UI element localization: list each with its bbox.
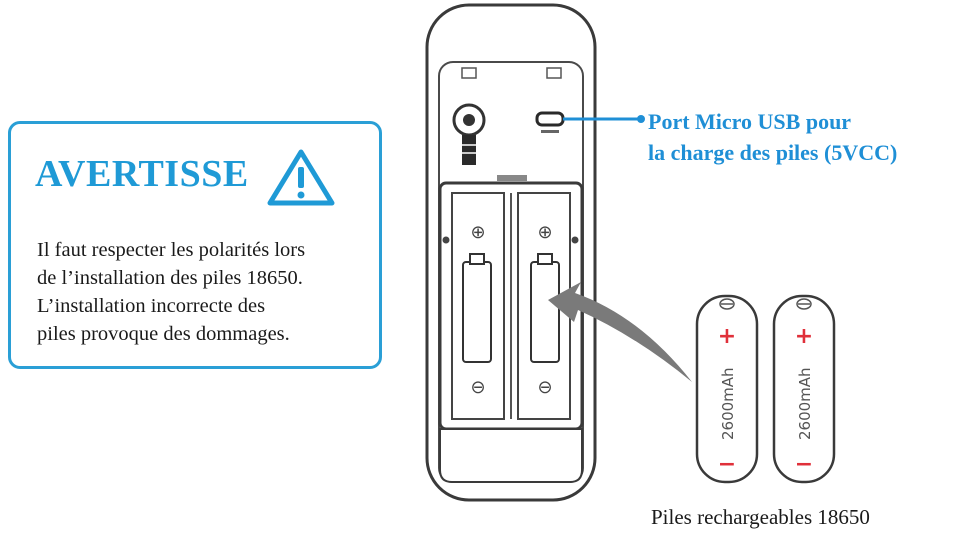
warning-line-1: Il faut respecter les polarités lors [37,239,306,261]
battery-2-capacity: 2600mAh [796,367,814,440]
warning-text: Il faut respecter les polarités lors de … [37,236,377,348]
battery-2-plus: + [795,324,813,349]
usb-pointer-dot [637,115,645,123]
slot-right-plus-icon: ⊕ [537,222,552,243]
warning-triangle-icon [267,149,335,206]
device-bottom-panel [439,428,583,483]
warning-title: AVERTISSE [35,153,249,195]
contact-spring-right [530,261,560,363]
screw-icon [442,236,450,244]
slot-right-minus-icon: ⊖ [537,377,552,398]
contact-spring-left [462,261,492,363]
battery-1-plus: + [718,324,736,349]
key-slot-icon [452,103,486,165]
insert-arrow-icon [548,282,692,382]
battery-caption: Piles rechargeables 18650 [651,505,870,529]
warning-line-4: piles provoque des dommages. [37,323,290,345]
warning-line-2: de l’installation des piles 18650. [37,267,303,289]
battery-cell-2: + − 2600mAh [772,294,836,484]
battery-1-capacity: 2600mAh [719,367,737,440]
device-tab-left [461,67,477,79]
usb-port-icon [535,111,565,133]
screw-icon [571,236,579,244]
battery-1-minus: − [718,452,736,477]
warning-line-3: L’installation incorrecte des [37,295,266,317]
slot-left-plus-icon: ⊕ [470,222,485,243]
device-tab-right [546,67,562,79]
contact-spring-right-top [537,253,553,265]
usb-label-line-2: la charge des piles (5VCC) [648,140,898,165]
bay-label-strip [497,175,527,181]
slot-left-minus-icon: ⊖ [470,377,485,398]
usb-port-label: Port Micro USB pour la charge des piles … [648,106,897,168]
warning-box: AVERTISSE Il faut respecter les polarité… [8,121,382,369]
usb-label-line-1: Port Micro USB pour [648,109,852,134]
battery-cell-1: + − 2600mAh [695,294,759,484]
battery-2-minus: − [795,452,813,477]
contact-spring-left-top [469,253,485,265]
